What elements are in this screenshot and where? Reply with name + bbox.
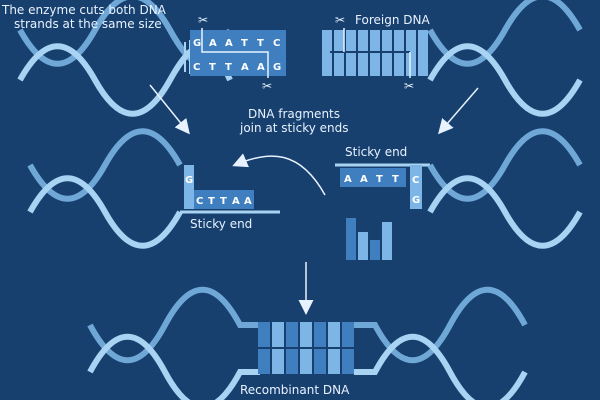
left-fragment-lower-base: A bbox=[232, 196, 240, 207]
top-block-upper-base: T bbox=[257, 38, 264, 49]
left-fragment-lower-base: A bbox=[244, 196, 252, 207]
left-fragment-lower-base: T bbox=[208, 196, 215, 207]
top-block-upper-base: G bbox=[193, 38, 201, 49]
left-g-base: G bbox=[185, 175, 193, 186]
foreign-dna-label: Foreign DNA bbox=[355, 13, 430, 27]
left-fragment-lower-base: T bbox=[220, 196, 227, 207]
sticky-end-left-label: Sticky end bbox=[190, 217, 252, 231]
recombinant-helix-right bbox=[354, 286, 528, 400]
right-fragment-upper-base: A bbox=[344, 174, 352, 185]
enzyme-label-line2: strands at the same size bbox=[14, 17, 162, 31]
arrow-left-down bbox=[149, 84, 190, 135]
enzyme-label-line1: The enzyme cuts both DNA bbox=[1, 3, 167, 17]
top-block-upper-base: T bbox=[241, 38, 248, 49]
scissors-icon-foreign-lower: ✂ bbox=[404, 79, 414, 93]
recombinant-insert bbox=[258, 322, 354, 374]
top-block-lower-base: A bbox=[241, 62, 249, 73]
arrow-right-down bbox=[438, 87, 479, 135]
scissors-icon: ✂ bbox=[198, 13, 208, 27]
top-block-lower-base: G bbox=[273, 62, 281, 73]
top-block-upper-base: A bbox=[225, 38, 233, 49]
recombinant-label: Recombinant DNA bbox=[240, 383, 350, 397]
curved-join-arrow bbox=[232, 153, 326, 196]
scissors-icon-lower: ✂ bbox=[262, 79, 272, 93]
top-block-lower-base: C bbox=[193, 62, 200, 73]
right-c-base: C bbox=[412, 175, 419, 186]
middle-left-helix bbox=[27, 128, 183, 249]
middle-right-helix bbox=[427, 128, 583, 249]
right-fragment-upper-base: T bbox=[392, 174, 399, 185]
loose-dna-pieces bbox=[346, 218, 392, 260]
recombinant-helix-left bbox=[87, 286, 260, 400]
top-block-lower-base: A bbox=[257, 62, 265, 73]
right-fragment-upper-base: T bbox=[376, 174, 383, 185]
top-block-lower-base: T bbox=[225, 62, 232, 73]
foreign-dna-block bbox=[322, 28, 428, 78]
top-block-lower-base: T bbox=[209, 62, 216, 73]
fragments-label-line2: join at sticky ends bbox=[239, 121, 349, 135]
scissors-icon-foreign: ✂ bbox=[335, 13, 345, 27]
right-fragment-upper-base: A bbox=[360, 174, 368, 185]
right-g-base: G bbox=[412, 195, 420, 206]
sticky-end-right-label: Sticky end bbox=[345, 145, 407, 159]
left-fragment-lower-base: C bbox=[196, 196, 203, 207]
top-right-helix bbox=[427, 0, 583, 117]
fragments-label-line1: DNA fragments bbox=[248, 107, 340, 121]
top-block-upper-base: A bbox=[209, 38, 217, 49]
top-block-upper-base: C bbox=[273, 38, 280, 49]
